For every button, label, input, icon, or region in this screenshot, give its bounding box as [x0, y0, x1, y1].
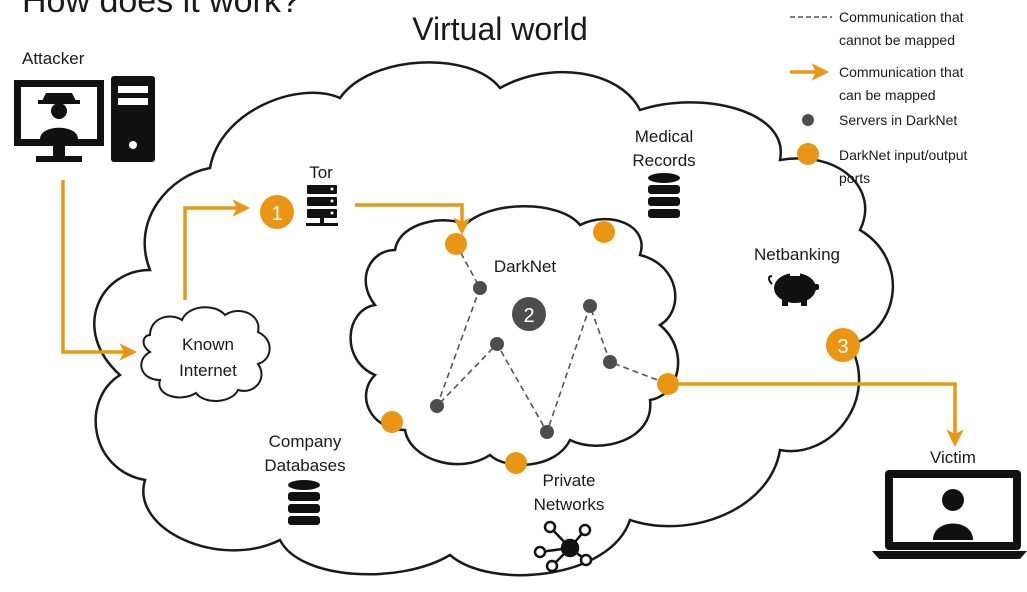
netbanking-label: Netbanking: [754, 245, 840, 264]
cloud-title: Virtual world: [412, 11, 587, 47]
darknet-dashed-path: [436, 243, 669, 434]
server-dot: [473, 281, 487, 295]
database-icon: [648, 173, 680, 218]
legend-ports-line2: ports: [839, 170, 870, 186]
step-number: 3: [837, 336, 848, 358]
step-number: 2: [523, 305, 534, 327]
darknet-cloud: [349, 205, 680, 466]
step-badge-1: 1: [260, 195, 294, 229]
victim-label: Victim: [930, 448, 976, 467]
legend-servers: Servers in DarkNet: [839, 112, 957, 128]
darknet-ports: [381, 221, 679, 474]
tor-to-darknet-path: [355, 203, 471, 235]
known-internet-label-line2: Internet: [179, 361, 237, 380]
legend-arrow-line1: Communication that: [839, 64, 964, 80]
legend-dashed-line1: Communication that: [839, 9, 964, 25]
medical-records-label-line1: Medical: [635, 127, 694, 146]
private-networks-label-line1: Private: [543, 471, 596, 490]
port-dot: [381, 411, 403, 433]
known-internet-label-line1: Known: [182, 335, 234, 354]
server-dot: [583, 299, 597, 313]
step-number: 1: [271, 203, 282, 225]
computer-tower-icon: [111, 76, 155, 162]
internet-to-tor-path: [183, 199, 250, 300]
server-dot: [430, 399, 444, 413]
attacker-to-internet-path: [61, 180, 137, 361]
legend: Communication that cannot be mapped Comm…: [790, 9, 968, 186]
tor-label: Tor: [309, 163, 333, 182]
piggy-bank-icon: [768, 273, 819, 306]
port-dot: [657, 373, 679, 395]
step-badge-3: 3: [826, 328, 860, 362]
darknet-to-victim-path: [668, 382, 964, 447]
darknet-label: DarkNet: [494, 257, 557, 276]
attacker-label: Attacker: [22, 49, 85, 68]
step-badge-2: 2: [512, 297, 546, 331]
legend-ports-line1: DarkNet input/output: [839, 147, 968, 163]
known-internet-cloud: [140, 306, 271, 402]
legend-dashed-line2: cannot be mapped: [839, 32, 955, 48]
victim-laptop-icon: [872, 470, 1027, 559]
legend-port-swatch: [797, 143, 819, 165]
server-dot: [490, 337, 504, 351]
mapped-paths: [61, 180, 964, 447]
legend-server-swatch: [802, 114, 814, 126]
attacker-monitor-icon: [14, 80, 104, 162]
darknet-servers: [430, 281, 617, 439]
page-title: How does it work?: [22, 0, 300, 20]
company-databases-label-line1: Company: [269, 432, 342, 451]
port-dot: [445, 233, 467, 255]
port-dot: [505, 452, 527, 474]
medical-records-label-line2: Records: [632, 151, 695, 170]
database-icon: [288, 480, 320, 525]
port-dot: [593, 221, 615, 243]
server-dot: [540, 425, 554, 439]
server-rack-icon: [306, 185, 338, 226]
private-networks-label-line2: Networks: [534, 495, 605, 514]
legend-arrow-line2: can be mapped: [839, 87, 936, 103]
company-databases-label-line2: Databases: [264, 456, 345, 475]
network-icon: [533, 520, 593, 573]
server-dot: [603, 355, 617, 369]
